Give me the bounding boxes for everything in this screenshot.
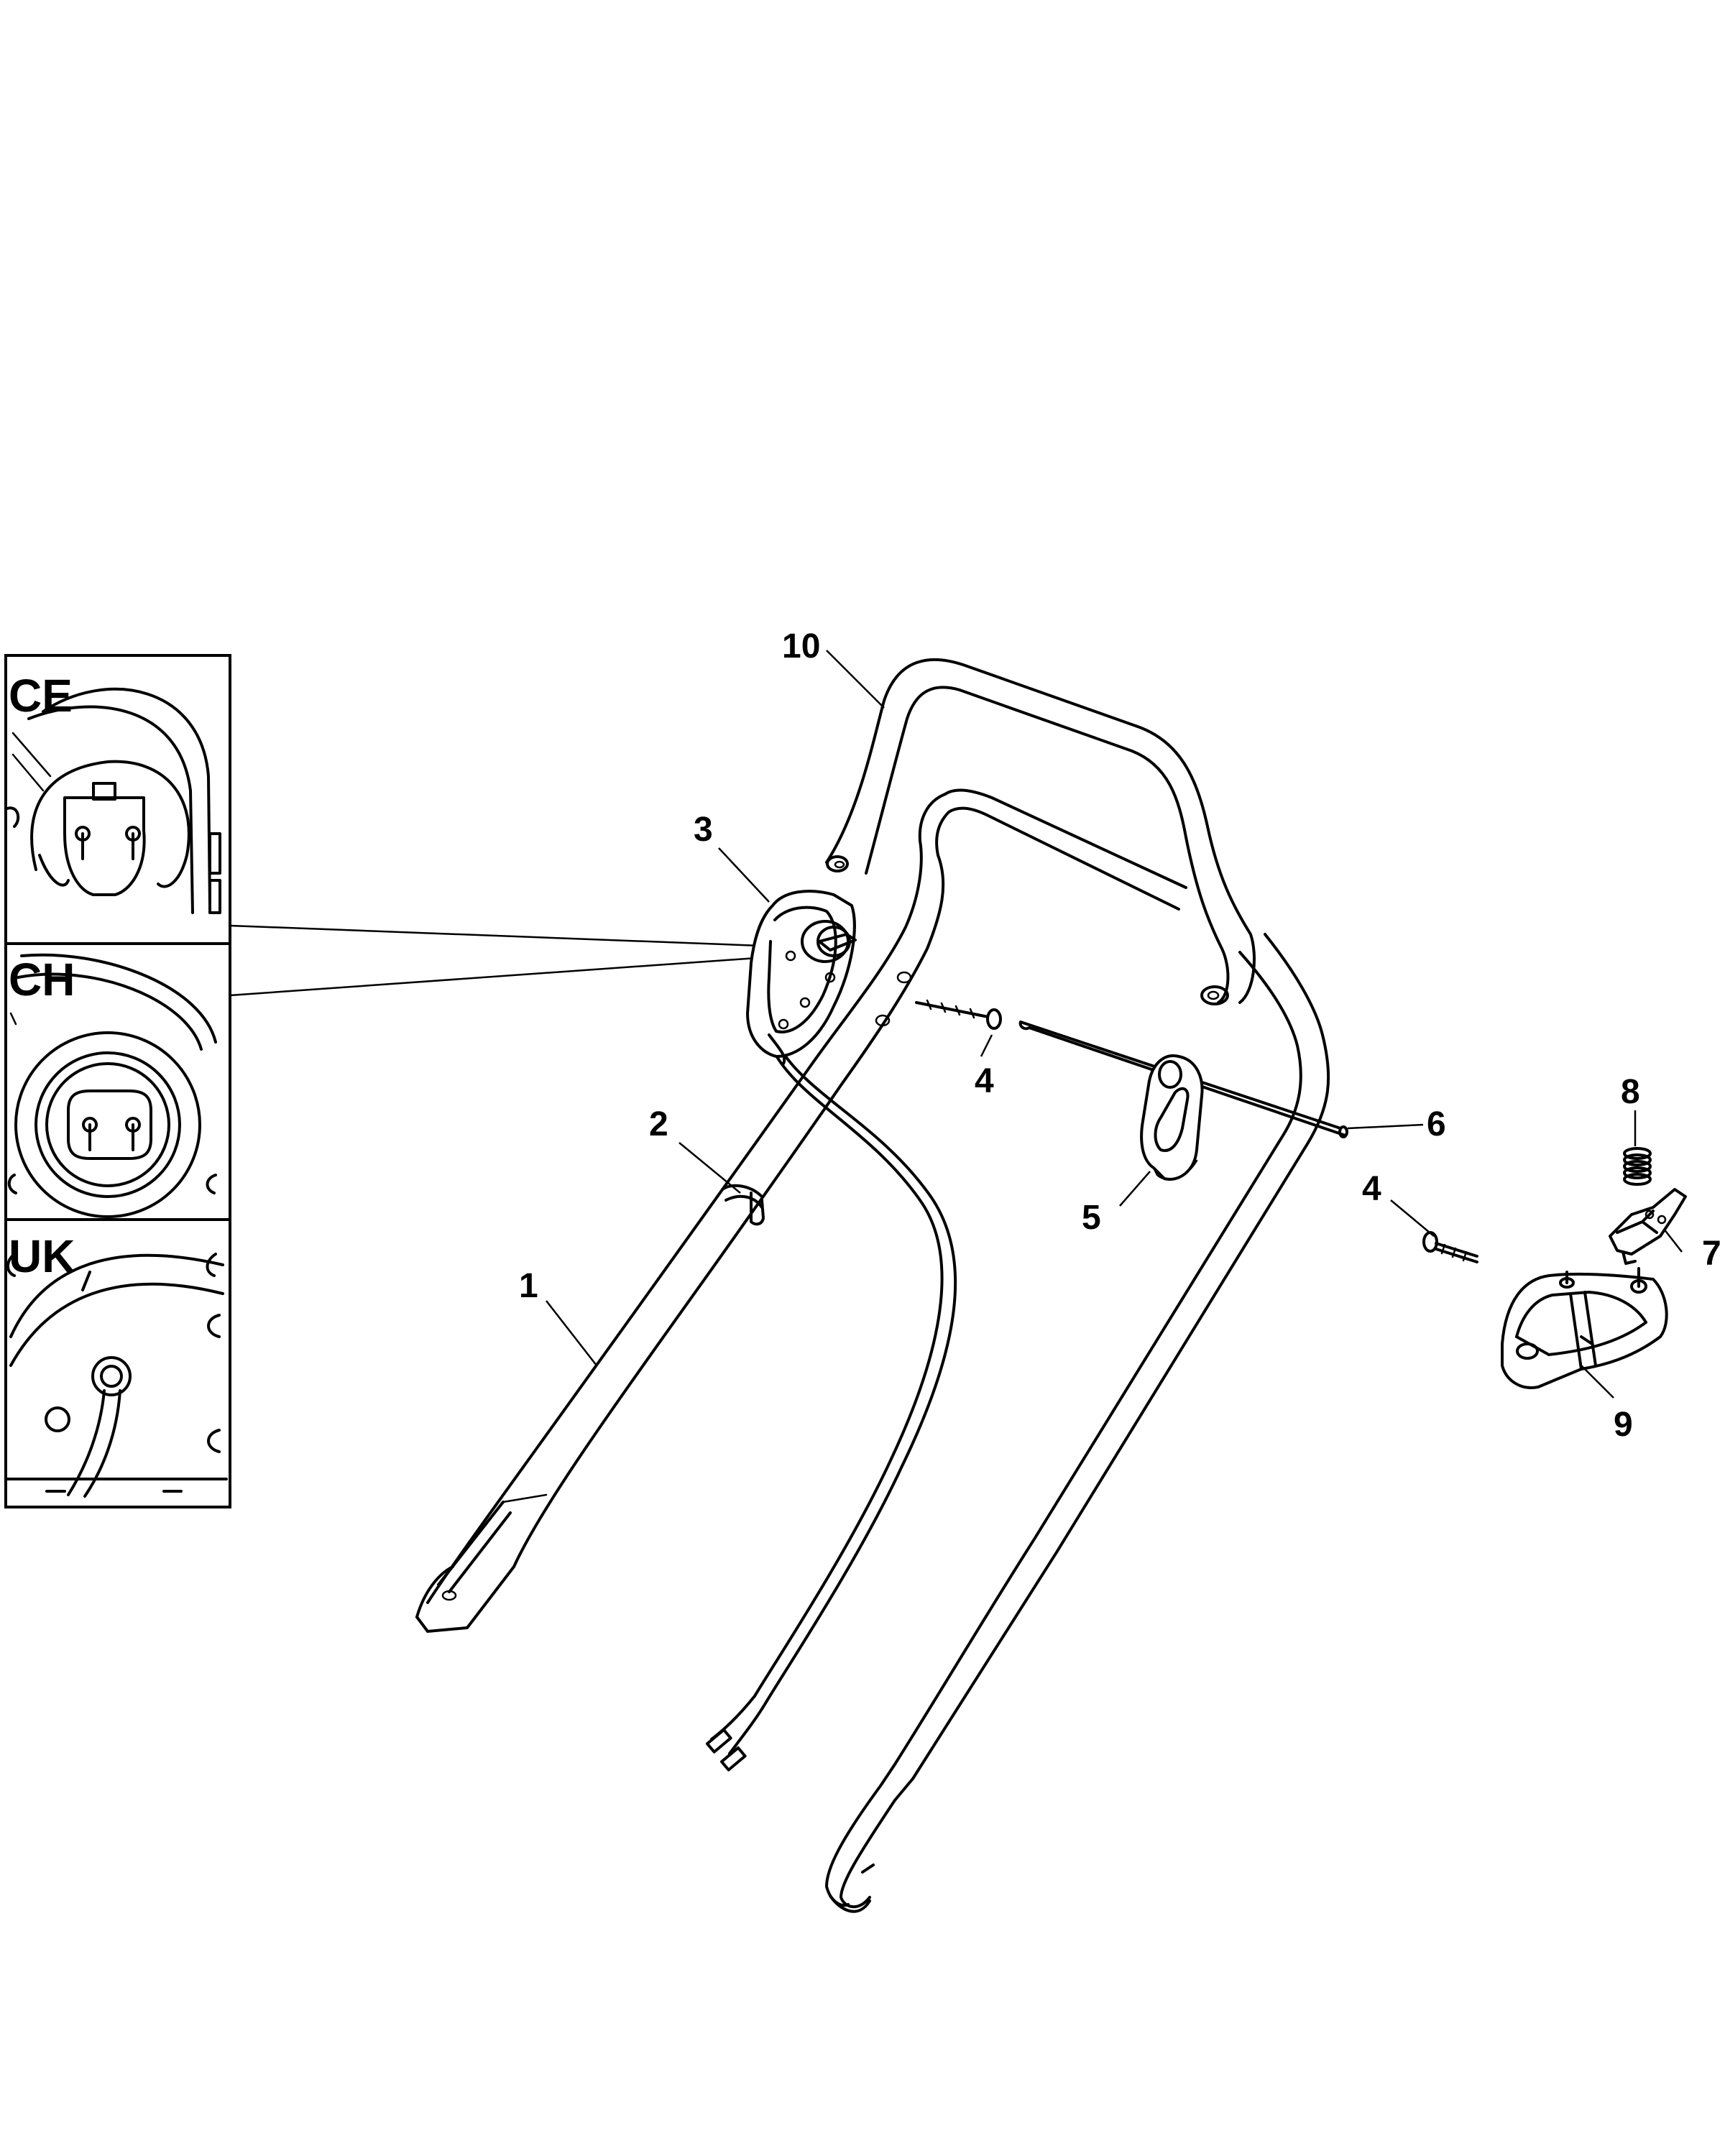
region-label-uk: UK — [9, 1230, 75, 1282]
cable-clip — [721, 1184, 765, 1226]
callout-9: 9 — [1614, 1406, 1633, 1444]
callout-1: 1 — [519, 1267, 538, 1305]
socket-housing — [746, 890, 857, 1065]
callout-5: 5 — [1082, 1199, 1101, 1237]
inset-leader-line — [229, 951, 838, 997]
ch-socket-drawing — [6, 953, 217, 1277]
uk-socket-drawing — [6, 1253, 228, 1498]
callout-6: 6 — [1427, 1105, 1446, 1143]
screw-upper — [915, 999, 1002, 1030]
callout-7: 7 — [1702, 1235, 1721, 1273]
callout-8: 8 — [1621, 1073, 1640, 1111]
lower-handle-frame — [415, 788, 1330, 1913]
ce-socket-drawing — [6, 687, 221, 914]
region-label-ce: CE — [9, 670, 73, 722]
upper-handle — [825, 658, 1256, 1005]
callout-2: 2 — [649, 1105, 668, 1143]
callout-labels: 10 3 2 1 4 5 6 4 8 7 9 — [519, 627, 1721, 1444]
inset-frame — [4, 654, 231, 1508]
plug-variants-inset: CE CH — [4, 654, 838, 1508]
hook-bracket — [1140, 1054, 1204, 1181]
callout-4-upper: 4 — [975, 1062, 994, 1100]
callout-4-lower: 4 — [1362, 1170, 1381, 1208]
power-cable — [706, 1046, 957, 1772]
spring — [1623, 1147, 1652, 1186]
callout-10: 10 — [782, 627, 820, 665]
inset-leader-line — [229, 924, 838, 950]
region-label-ch: CH — [9, 954, 75, 1005]
latch — [1609, 1188, 1687, 1265]
screw-lower — [1422, 1231, 1478, 1263]
callout-leaders — [546, 650, 1683, 1399]
base-bracket — [1501, 1267, 1668, 1389]
callout-3: 3 — [694, 811, 713, 849]
